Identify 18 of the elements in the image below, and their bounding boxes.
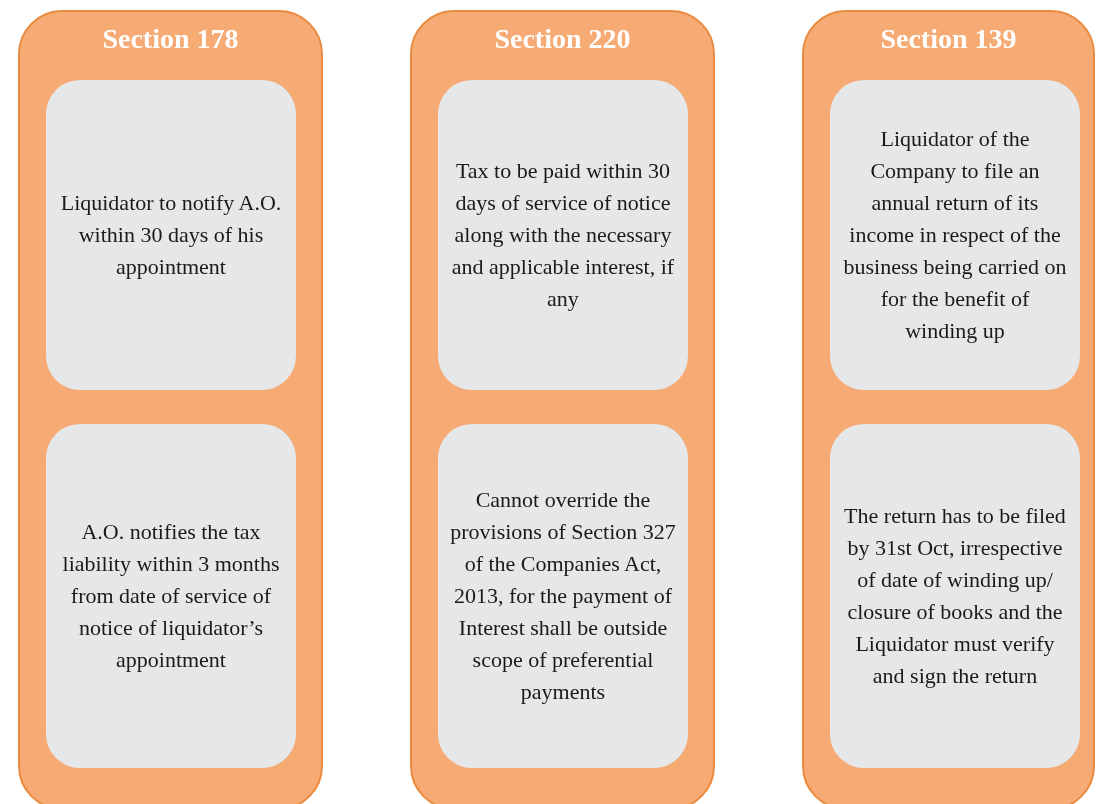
provision-text: The return has to be filed by 31st Oct, irrespective of date of winding up/ closure of books and the Liquidator must verify and sign the return (843, 502, 1067, 690)
provision-text: A.O. notifies the tax liability within 3 months from date of service of notice of liquidator’s appointment (61, 518, 281, 674)
section-panel (802, 10, 1095, 804)
section-panel (18, 10, 323, 804)
provision-card (46, 424, 296, 768)
provision-card (438, 80, 688, 390)
provision-card (46, 80, 296, 390)
provision-text: Cannot override the provisions of Section 327 of the Companies Act, 2013, for the payment of Interest shall be outside scope of preferential payments (450, 486, 676, 706)
provision-text: Liquidator of the Company to file an annual return of its income in respect of the business being carried on for the benefit of winding up (842, 125, 1068, 345)
provision-card (438, 424, 688, 768)
provision-text: Tax to be paid within 30 days of service of notice along with the necessary and applicable interest, if any (450, 157, 676, 313)
provision-card (830, 424, 1080, 768)
section-panel (410, 10, 715, 804)
provision-text: Liquidator to notify A.O. within 30 days of his appointment (59, 189, 283, 281)
section-heading: Section 220 (493, 22, 632, 56)
provision-card (830, 80, 1080, 390)
section-heading: Section 139 (879, 22, 1018, 56)
section-heading: Section 178 (101, 22, 240, 56)
